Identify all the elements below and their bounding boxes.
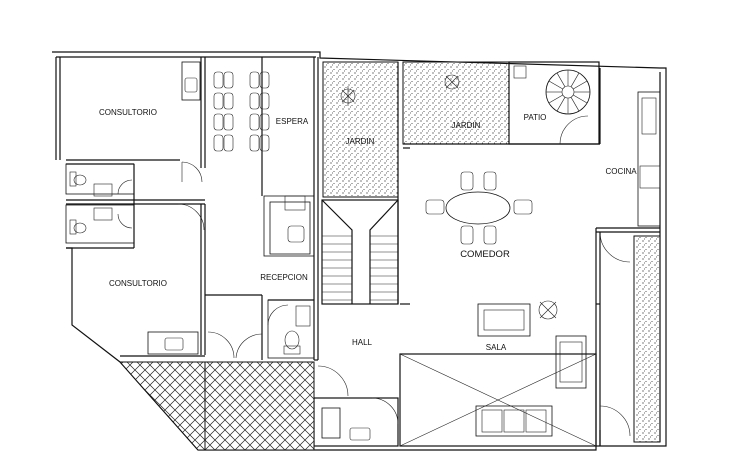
waiting-chair	[223, 92, 234, 110]
jardin-strip-right	[595, 228, 661, 446]
waiting-chair	[249, 92, 260, 110]
interior-walls	[314, 62, 600, 361]
consultorio-top-room	[66, 57, 206, 183]
patio-area	[508, 61, 600, 145]
label-patio: PATIO	[524, 113, 547, 122]
stone-paving	[118, 361, 315, 451]
sala-furniture	[475, 300, 587, 437]
spiral-stair-step	[573, 80, 588, 90]
waiting-chair	[249, 71, 260, 89]
waiting-chair	[249, 113, 260, 131]
waiting-chair	[259, 134, 270, 152]
stairs	[321, 199, 399, 305]
label-consultorio-top: CONSULTORIO	[99, 108, 157, 117]
label-comedor: COMEDOR	[460, 249, 510, 260]
double-height-void	[399, 353, 597, 447]
label-hall: HALL	[352, 338, 373, 347]
label-jardin-left: JARDIN	[346, 137, 375, 146]
waiting-chair	[223, 113, 234, 131]
waiting-chair	[213, 92, 224, 110]
jardin-left	[322, 61, 399, 198]
label-sala: SALA	[486, 343, 507, 352]
waiting-chair	[259, 113, 270, 131]
waiting-chair	[213, 71, 224, 89]
cocina-area	[596, 68, 661, 263]
spiral-stair-step	[556, 72, 566, 87]
spiral-stair-step	[556, 97, 566, 112]
label-recepcion: RECEPCION	[260, 273, 308, 282]
waiting-chair	[213, 113, 224, 131]
waiting-chairs	[213, 71, 270, 152]
label-espera: ESPERA	[276, 117, 309, 126]
waiting-chair	[259, 71, 270, 89]
spiral-stair-step	[548, 94, 563, 104]
spiral-stair-step	[570, 97, 580, 112]
jardin-right	[402, 61, 510, 145]
bathrooms-middle	[65, 163, 205, 244]
front-bathroom	[313, 365, 399, 447]
spiral-stair-step	[570, 72, 580, 87]
consultorio-bottom-room	[66, 204, 206, 357]
spiral-stair-step	[548, 80, 563, 90]
recepcion-area	[205, 195, 315, 360]
label-jardin-right: JARDIN	[452, 121, 481, 130]
waiting-chair	[213, 134, 224, 152]
waiting-chair	[223, 134, 234, 152]
spiral-stair-step	[573, 94, 588, 104]
waiting-chair	[249, 134, 260, 152]
waiting-chair	[259, 92, 270, 110]
comedor-dining-set	[425, 171, 533, 245]
label-cocina: COCINA	[605, 167, 637, 176]
label-consultorio-bottom: CONSULTORIO	[109, 279, 167, 288]
waiting-chair	[223, 71, 234, 89]
